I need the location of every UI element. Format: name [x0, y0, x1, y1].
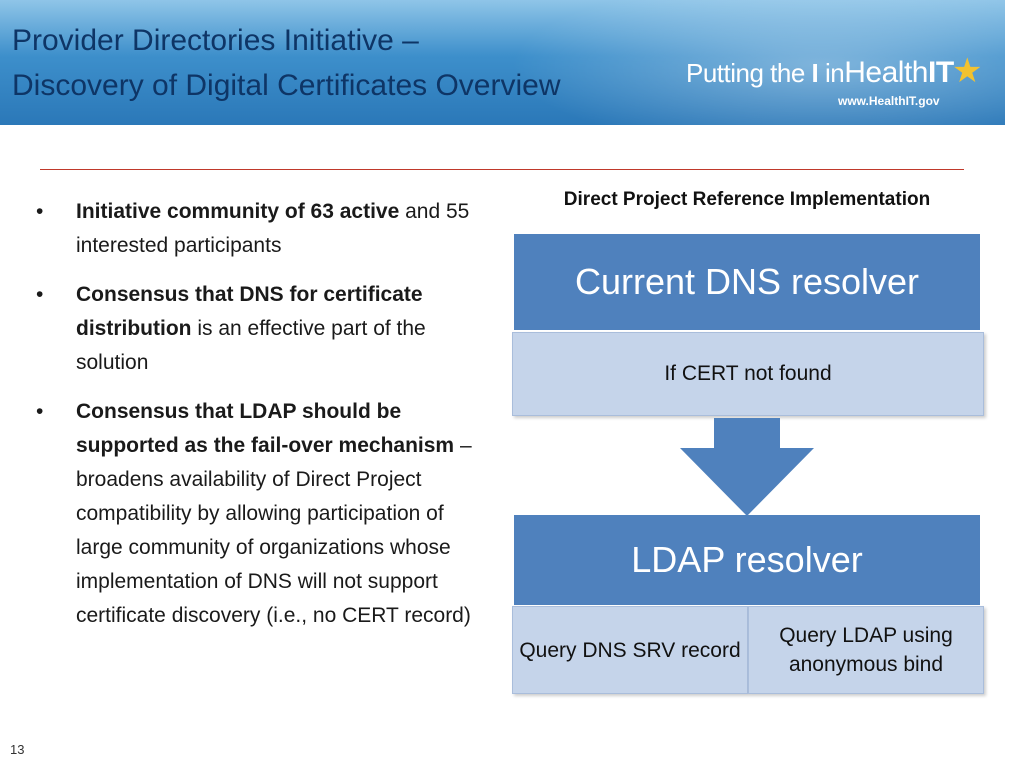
bullet-icon: • [36, 400, 44, 423]
dns-resolver-box: Current DNS resolver [514, 234, 980, 330]
logo-in: in [825, 58, 845, 88]
logo-putting: Putting the [686, 58, 805, 88]
bullet-item: • Initiative community of 63 active and … [36, 195, 486, 263]
slide-title: Provider Directories Initiative – Discov… [12, 18, 560, 108]
slide-title-line1: Provider Directories Initiative – [12, 24, 419, 57]
cert-not-found-box: If CERT not found [512, 332, 984, 416]
bullet-text: and 55 interested participants [76, 200, 470, 257]
bullet-icon: • [36, 283, 44, 306]
bullet-bold: Consensus that DNS for certificate distr… [76, 283, 423, 340]
down-arrow-icon [680, 418, 814, 516]
ldap-resolver-box: LDAP resolver [514, 515, 980, 605]
bullet-text: – broadens availability of Direct Projec… [76, 434, 472, 627]
logo-i: I [811, 58, 819, 88]
query-ldap-box: Query LDAP using anonymous bind [748, 606, 984, 694]
slide-header: Provider Directories Initiative – Discov… [0, 0, 1005, 125]
diagram-title: Direct Project Reference Implementation [563, 189, 931, 210]
logo-url: www.HealthIT.gov [838, 94, 940, 108]
healthit-logo: Putting the I inHealthIT ★ www.HealthIT.… [686, 52, 986, 116]
slide-title-line2: Discovery of Digital Certificates Overvi… [12, 69, 561, 102]
query-dns-srv-box: Query DNS SRV record [512, 606, 748, 694]
bullet-bold: Initiative community of 63 active [76, 200, 400, 223]
bullet-list: • Initiative community of 63 active and … [36, 195, 486, 648]
bullet-icon: • [36, 200, 44, 223]
red-divider [40, 169, 964, 170]
logo-text: Putting the I inHealthIT [686, 56, 954, 90]
bullet-item: • Consensus that DNS for certificate dis… [36, 278, 486, 380]
bullet-bold: Consensus that LDAP should be supported … [76, 400, 455, 457]
page-number: 13 [10, 742, 25, 757]
star-icon: ★ [952, 52, 983, 90]
bullet-item: • Consensus that LDAP should be supporte… [36, 395, 486, 633]
bullet-text: is an effective part of the solution [76, 317, 426, 374]
logo-it: IT [927, 56, 954, 89]
logo-health: Health [844, 56, 928, 89]
header-glow [485, 0, 1005, 125]
